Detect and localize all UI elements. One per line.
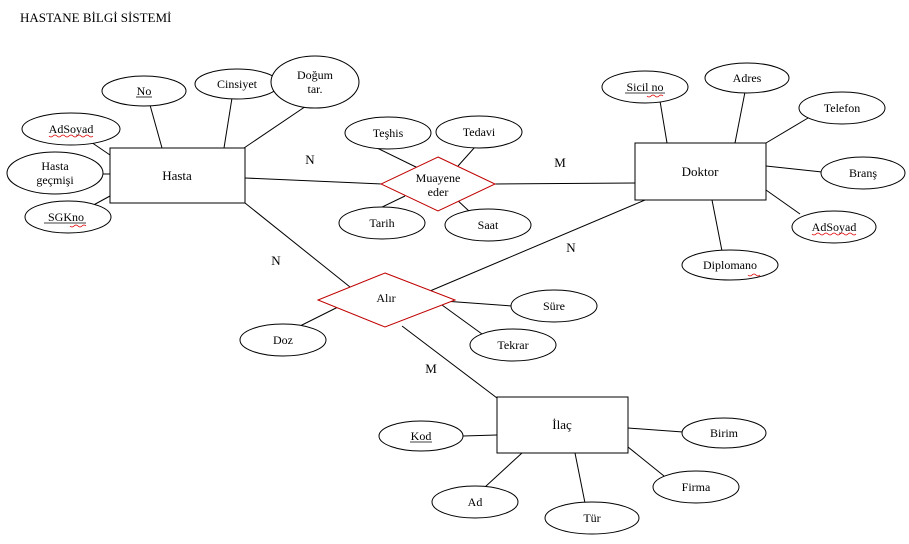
attr-ilac-kod: Kod [378,420,464,452]
spellcheck-squiggle [69,224,87,228]
line-ilac-firma [627,446,665,477]
line-doktor-sicilno [659,100,668,144]
attr-ilac-birim-label: Birim [710,426,739,440]
relationship-muayene-label-line1: Muayene [416,171,461,185]
attr-hasta-sgkno: SGKno [24,200,112,234]
attr-doktor-sicilno-label: Sicil no [626,80,663,94]
line-doktor-alir [429,199,646,292]
attr-muayene-tarih-label: Tarih [369,216,394,230]
attr-hasta-cinsiyet-label: Cinsiyet [217,77,258,91]
relationship-muayene-label-line2: eder [428,185,449,199]
attr-ilac-ad: Ad [431,485,519,519]
attr-muayene-teshis-label: Teşhis [373,126,404,140]
cardinality-alir-ilac: M [425,361,437,376]
relationship-muayene-eder: Muayene eder [379,156,497,212]
attr-hasta-adsoyad: AdSoyad [21,112,121,146]
line-doktor-brans [765,165,823,173]
spellcheck-squiggle [811,232,857,236]
entity-hasta: Hasta [109,147,246,204]
attr-doktor-telefon: Telefon [798,91,886,125]
line-doktor-adres [734,91,746,144]
attr-ilac-kod-label: Kod [411,429,432,443]
attr-doktor-adsoyad-label: AdSoyad [812,220,857,234]
attr-muayene-tarih: Tarih [338,206,426,240]
attr-ilac-ad-label: Ad [468,495,483,509]
attr-doktor-brans-label: Branş [849,166,877,180]
relationship-alir: Alır [316,272,457,328]
attr-hasta-gecmisi-label-line1: Hasta [41,159,69,173]
attr-doktor-brans: Branş [820,156,906,190]
attr-ilac-tur-label: Tür [583,511,600,525]
attr-alir-sure-label: Süre [543,299,565,313]
line-ilac-ad [484,452,523,488]
attr-doktor-sicilno: Sicil no [601,70,689,104]
line-hasta-alir [244,202,351,288]
attr-doktor-diplomano: Diplomano [681,249,779,281]
attr-ilac-firma: Firma [652,470,740,504]
line-muayene-teshis [374,146,423,171]
attr-hasta-gecmisi: Hasta geçmişi [6,151,104,195]
attr-muayene-saat-label: Saat [478,218,499,232]
spellcheck-squiggle [48,134,94,138]
attr-hasta-dogum-label-line1: Doğum [297,68,334,82]
line-alir-ilac [401,325,498,399]
attr-ilac-birim: Birim [681,417,767,449]
cardinality-muayene-doktor: M [554,155,566,170]
attr-hasta-no: No [101,75,187,107]
cardinality-hasta-muayene: N [305,152,315,167]
attr-hasta-adsoyad-label: AdSoyad [49,122,94,136]
attr-hasta-dogum: Doğum tar. [270,55,360,109]
entity-doktor: Doktor [634,142,767,201]
attr-ilac-firma-label: Firma [682,480,711,494]
attr-muayene-teshis: Teşhis [344,116,432,150]
attr-doktor-adres-label: Adres [733,71,762,85]
entity-doktor-label: Doktor [682,164,720,179]
attr-muayene-saat: Saat [444,208,532,242]
line-doktor-telefon [765,117,809,144]
attr-alir-doz: Doz [239,323,327,357]
attr-doktor-diplomano-label: Diplomano [703,258,757,272]
attr-ilac-tur: Tür [544,501,640,535]
line-muayene-tedavi [457,146,476,167]
attr-alir-doz-label: Doz [273,333,293,347]
line-hasta-muayene [244,177,383,185]
attr-hasta-cinsiyet: Cinsiyet [194,68,280,100]
entity-ilac-label: İlaç [552,417,572,432]
attr-alir-tekrar: Tekrar [469,328,557,362]
line-doktor-adsoyad [765,189,801,215]
attr-doktor-telefon-label: Telefon [824,101,860,115]
diagram-title: HASTANE BİLGİ SİSTEMİ [20,10,171,25]
attr-hasta-dogum-label-line2: tar. [308,82,323,96]
relationship-alir-label: Alır [376,291,395,305]
spellcheck-squiggle [747,273,761,277]
attr-alir-sure: Süre [510,289,598,323]
line-hasta-cinsiyet [223,97,233,149]
line-ilac-birim [627,427,684,433]
line-doktor-diplomano [711,199,723,252]
line-muayene-tarih [379,195,406,209]
line-ilac-tur [574,452,586,504]
spellcheck-squiggle [646,94,664,98]
attr-doktor-adres: Adres [704,62,790,94]
attr-hasta-gecmisi-label-line2: geçmişi [36,173,74,187]
line-muayene-doktor [494,182,636,185]
entity-ilac: İlaç [496,396,629,454]
line-hasta-no [149,104,163,149]
attr-muayene-tedavi-label: Tedavi [463,125,496,139]
attr-hasta-sgkno-label: SGKno [48,210,84,224]
attr-doktor-adsoyad: AdSoyad [791,210,877,244]
attr-alir-tekrar-label: Tekrar [497,338,528,352]
cardinality-doktor-alir: N [566,240,576,255]
attr-muayene-tedavi: Tedavi [435,115,523,149]
line-ilac-kod [462,434,498,437]
line-alir-tekrar [441,304,483,335]
cardinality-hasta-alir: N [271,253,281,268]
entity-hasta-label: Hasta [162,168,192,183]
line-alir-doz [299,306,339,327]
attr-hasta-no-label: No [137,84,152,98]
